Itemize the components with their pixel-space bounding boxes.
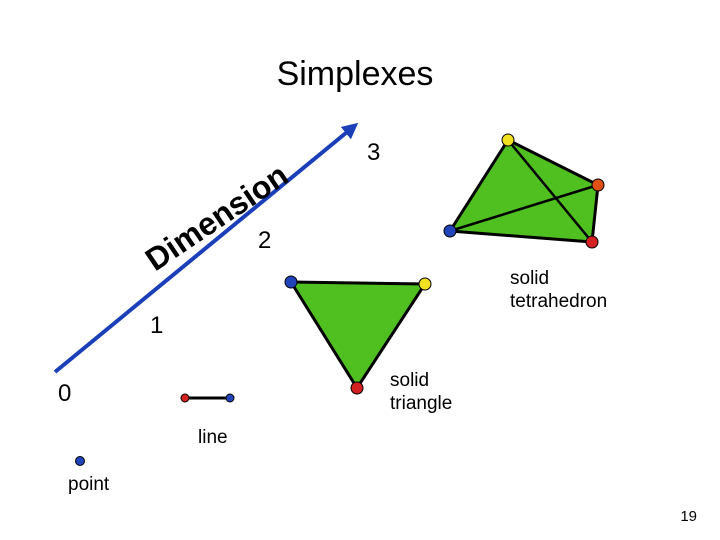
triangle-simplex xyxy=(284,275,432,395)
triangle-vertex-yellow xyxy=(418,277,432,291)
tetrahedron-simplex xyxy=(443,133,605,249)
line-vertex-red xyxy=(180,393,190,403)
triangle-label-line2: triangle xyxy=(390,393,452,414)
page-title: Simplexes xyxy=(277,55,434,93)
dimension-number-1: 1 xyxy=(150,312,163,339)
tetrahedron-vertex-yellow xyxy=(501,133,515,147)
tetrahedron-edge-diag1 xyxy=(449,183,599,233)
tetrahedron-label-line2: tetrahedron xyxy=(510,291,607,312)
page-number: 19 xyxy=(680,508,697,525)
line-vertex-blue xyxy=(225,393,235,403)
triangle-vertex-red xyxy=(350,381,364,395)
dimension-axis-label: Dimension xyxy=(139,156,295,277)
dimension-number-3: 3 xyxy=(367,139,380,166)
tetrahedron-edge-diag2 xyxy=(507,139,593,243)
triangle-face xyxy=(288,280,428,391)
point-label: point xyxy=(68,474,110,495)
line-label: line xyxy=(198,427,228,448)
tetrahedron-vertex-blue xyxy=(443,224,457,238)
tetrahedron-vertex-red xyxy=(585,235,599,249)
point-vertex xyxy=(75,456,85,466)
line-simplex xyxy=(180,393,235,403)
tetrahedron-label-line1: solid xyxy=(510,268,549,289)
triangle-vertex-blue xyxy=(284,275,298,289)
triangle-label-line1: solid xyxy=(390,370,429,391)
dimension-axis-arrow xyxy=(53,122,359,374)
point-simplex xyxy=(75,456,85,466)
dimension-number-2: 2 xyxy=(258,227,271,254)
dimension-number-0: 0 xyxy=(58,380,71,407)
tetrahedron-vertex-orange xyxy=(591,178,605,192)
